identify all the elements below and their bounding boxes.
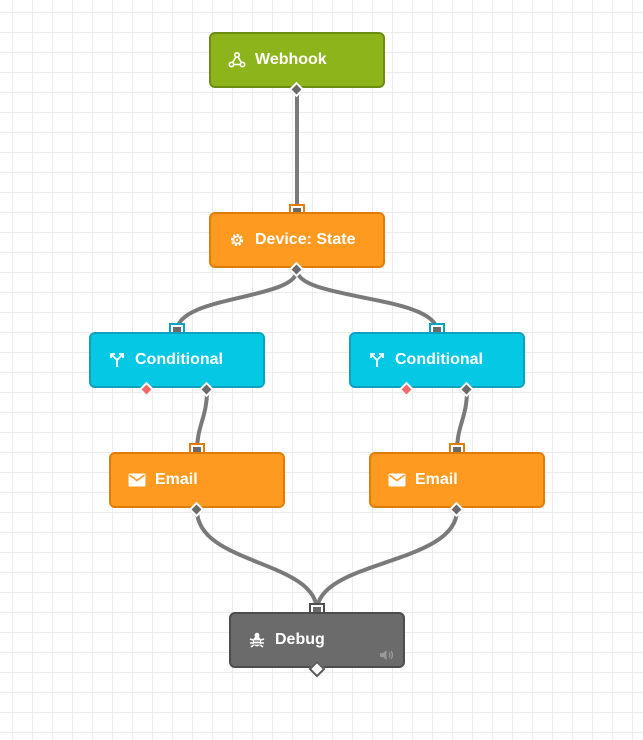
conditional-right-label: Conditional: [395, 351, 483, 368]
device-state-node[interactable]: Device: State: [209, 212, 385, 268]
email-right-node[interactable]: Email: [369, 452, 545, 508]
webhook-icon: [227, 50, 247, 70]
wire-email-right-to-debug[interactable]: [315, 508, 459, 613]
conditional-right-node[interactable]: Conditional: [349, 332, 525, 388]
branch-icon: [367, 350, 387, 370]
email-left-label: Email: [155, 471, 198, 488]
envelope-icon: [127, 470, 147, 490]
webhook-label: Webhook: [255, 51, 327, 68]
webhook-node[interactable]: Webhook: [209, 32, 385, 88]
email-left-node[interactable]: Email: [109, 452, 285, 508]
wire-conditional-left-to-email-left[interactable]: [195, 388, 209, 453]
wire-device-state-to-conditional-right[interactable]: [295, 268, 439, 333]
wire-device-state-to-conditional-left[interactable]: [175, 268, 299, 333]
conditional-left-label: Conditional: [135, 351, 223, 368]
branch-icon: [107, 350, 127, 370]
debug-node[interactable]: Debug: [229, 612, 405, 668]
speaker-icon[interactable]: [379, 648, 395, 660]
wire-email-left-to-debug[interactable]: [195, 508, 319, 613]
bug-icon: [247, 630, 267, 650]
device-state-label: Device: State: [255, 231, 356, 248]
wire-conditional-right-to-email-right[interactable]: [455, 388, 469, 453]
conditional-left-node[interactable]: Conditional: [89, 332, 265, 388]
email-right-label: Email: [415, 471, 458, 488]
debug-label: Debug: [275, 631, 325, 648]
gear-icon: [227, 230, 247, 250]
envelope-icon: [387, 470, 407, 490]
